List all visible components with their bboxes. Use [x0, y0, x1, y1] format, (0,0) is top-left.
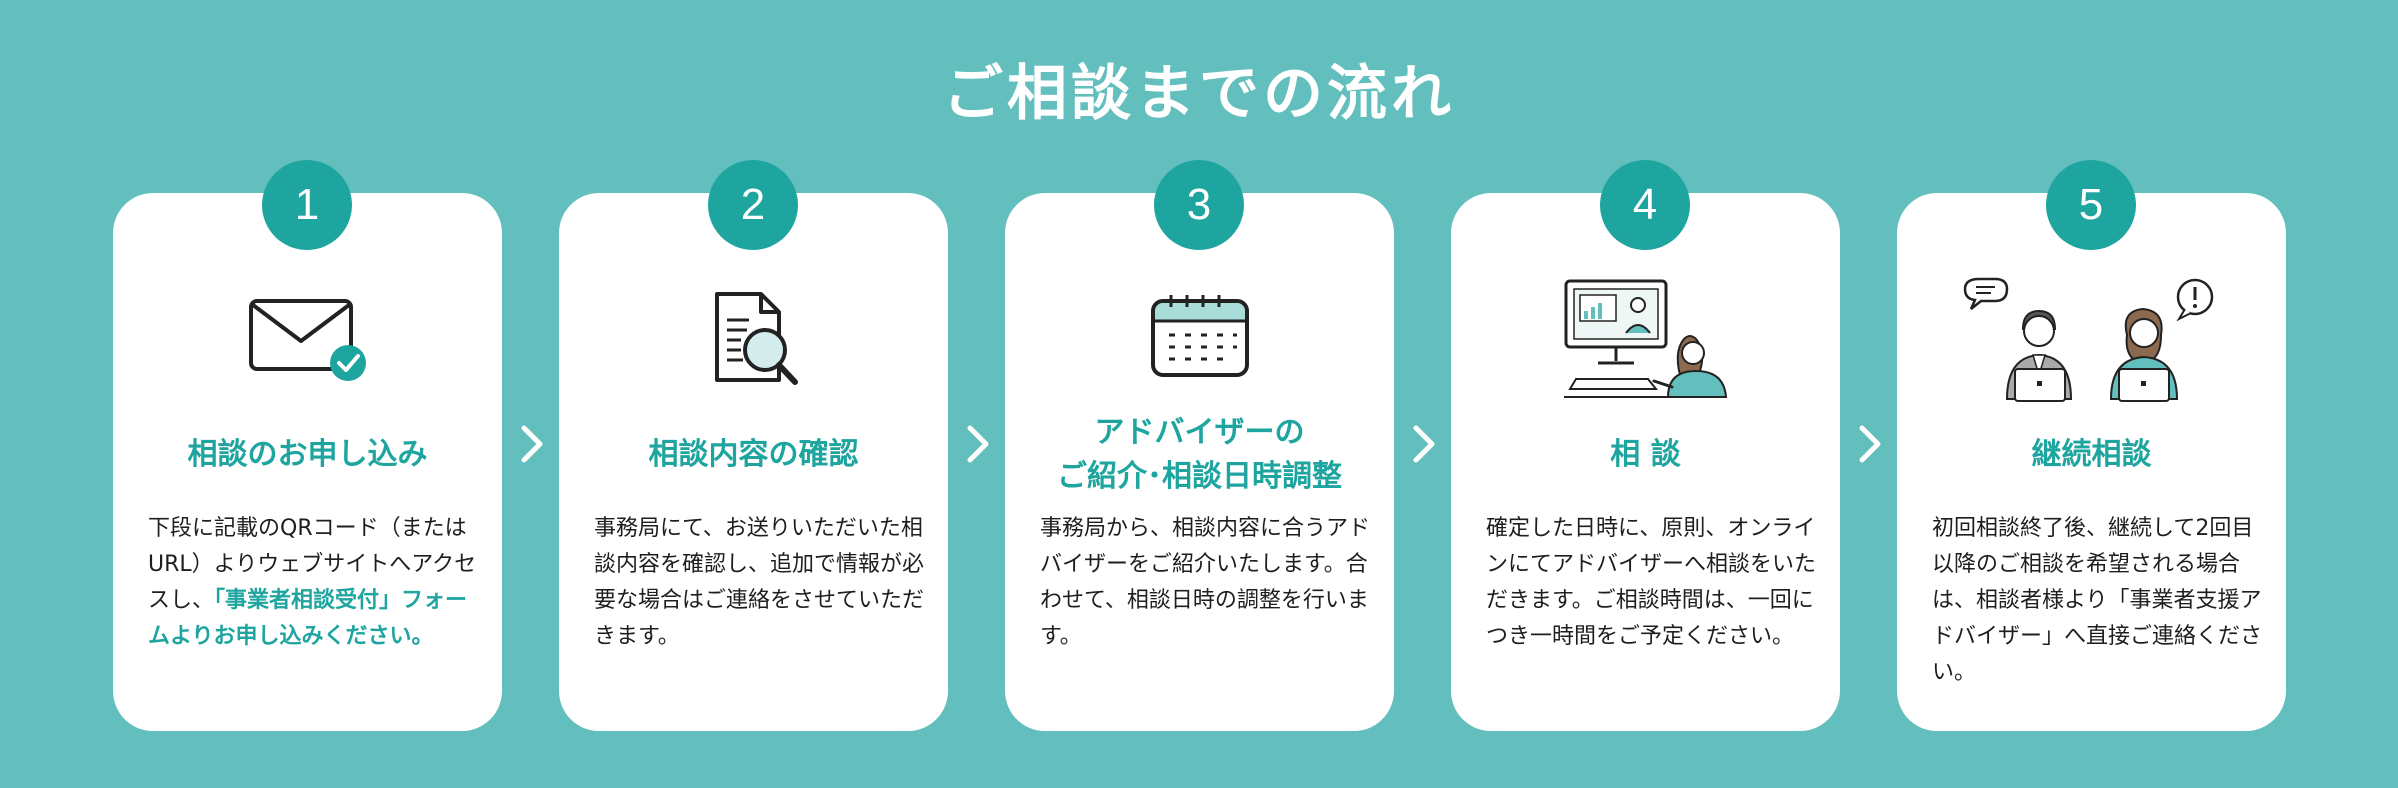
page-title: ご相談までの流れ — [943, 59, 1455, 129]
chevron-right-icon — [512, 424, 552, 464]
step-card-1: 相談のお申し込み 下段に記載のQRコード（またはURL）よりウェブサイトへアクセ… — [113, 193, 502, 731]
envelope-check-icon — [113, 293, 502, 383]
step-description: 初回相談終了後、継続して2回目以降のご相談を希望される場合は、相談者様より「事業… — [1932, 516, 2263, 685]
document-search-icon — [559, 288, 948, 388]
step-title: 相談内容の確認 — [648, 437, 859, 472]
chevron-right-icon — [958, 424, 998, 464]
step-description-highlight: 「事業者相談受付」フォームよりお申し込みください。 — [148, 588, 468, 649]
calendar-icon — [1005, 291, 1394, 381]
step-card-3: アドバイザーの ご紹介･相談日時調整 事務局から、相談内容に合うアドバイザーをご… — [1005, 193, 1394, 731]
step-number-badge-3: 3 — [1154, 160, 1244, 250]
step-title-line-2: ご紹介･相談日時調整 — [1057, 459, 1342, 494]
step-number-badge-5: 5 — [2046, 160, 2136, 250]
step-number-badge-4: 4 — [1600, 160, 1690, 250]
step-description: 下段に記載のQRコード（またはURL）よりウェブサイトへアクセスし、「事業者相談… — [148, 511, 478, 655]
online-meeting-icon — [1451, 275, 1840, 415]
step-title-line-1: アドバイザーの — [1094, 415, 1305, 450]
chevron-right-icon — [1404, 424, 1444, 464]
step-title: 継続相談 — [2031, 437, 2152, 472]
two-people-consultation-icon — [1897, 275, 2286, 405]
step-number-badge-1: 1 — [262, 160, 352, 250]
step-title: 相談のお申し込み — [187, 437, 428, 472]
step-number-badge-2: 2 — [708, 160, 798, 250]
step-description-text: 下段に記載のQRコード（またはURL）よりウェブサイトへアクセスし、 — [148, 516, 477, 613]
step-card-5: 継続相談 初回相談終了後、継続して2回目以降のご相談を希望される場合は、相談者様… — [1897, 193, 2286, 731]
step-description: 事務局から、相談内容に合うアドバイザーをご紹介いたします。合わせて、相談日時の調… — [1040, 516, 1371, 649]
step-title: 相 談 — [1610, 437, 1681, 472]
chevron-right-icon — [1850, 424, 1890, 464]
step-description: 確定した日時に、原則、オンラインにてアドバイザーへ相談をいただきます。ご相談時間… — [1486, 516, 1817, 649]
step-card-4: 相 談 確定した日時に、原則、オンラインにてアドバイザーへ相談をいただきます。ご… — [1451, 193, 1840, 731]
step-card-2: 相談内容の確認 事務局にて、お送りいただいた相談内容を確認し、追加で情報が必要な… — [559, 193, 948, 731]
step-description: 事務局にて、お送りいただいた相談内容を確認し、追加で情報が必要な場合はご連絡をさ… — [594, 516, 925, 649]
